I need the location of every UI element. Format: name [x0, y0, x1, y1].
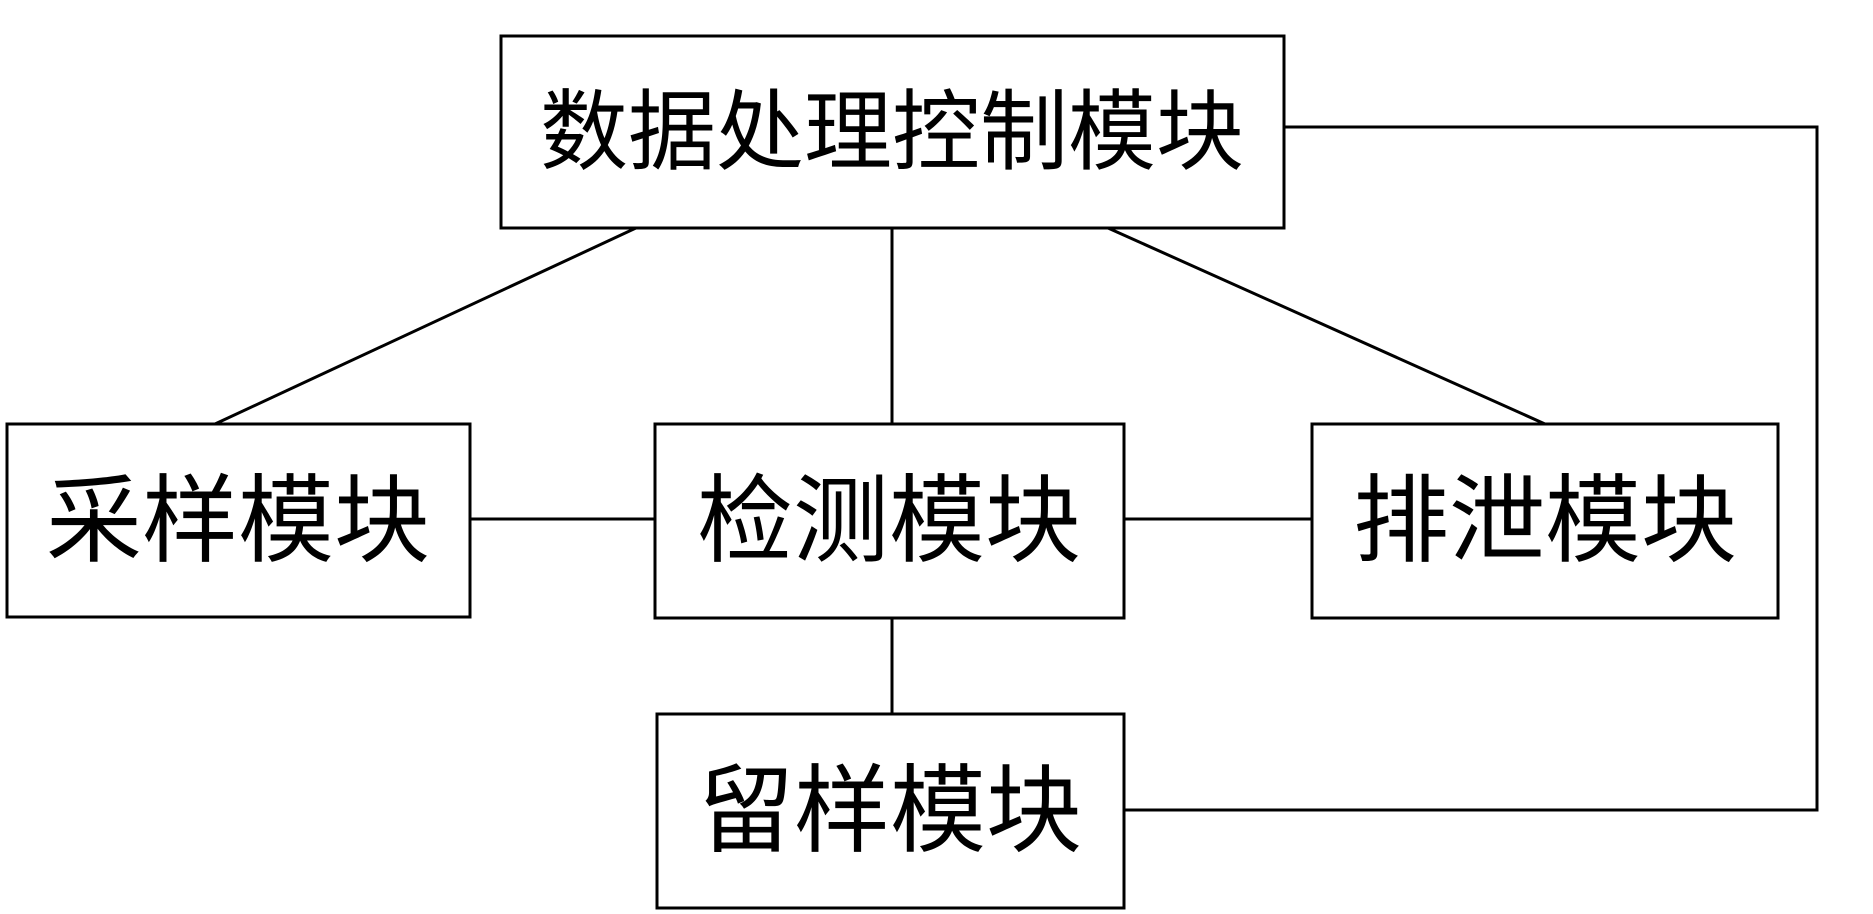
node-label: 留样模块 [698, 755, 1082, 867]
node-box [653, 422, 1126, 620]
node-sampling: 采样模块 [5, 422, 472, 619]
node-label: 排泄模块 [1353, 465, 1737, 577]
edge-control-drain [1107, 226, 1546, 426]
node-drain: 排泄模块 [1310, 422, 1780, 620]
node-detection: 检测模块 [653, 422, 1126, 620]
node-box [655, 712, 1126, 910]
node-box [499, 34, 1286, 230]
node-data-processing-control: 数据处理控制模块 [499, 34, 1286, 230]
node-box [1310, 422, 1780, 620]
node-label: 采样模块 [46, 465, 430, 577]
edge-control-retention [1124, 125, 1819, 812]
node-label: 数据处理控制模块 [540, 81, 1244, 184]
node-label: 检测模块 [697, 465, 1081, 577]
node-box [5, 422, 472, 619]
node-retention: 留样模块 [655, 712, 1126, 910]
connectors [214, 125, 1819, 812]
edge-control-sampling [214, 226, 637, 426]
